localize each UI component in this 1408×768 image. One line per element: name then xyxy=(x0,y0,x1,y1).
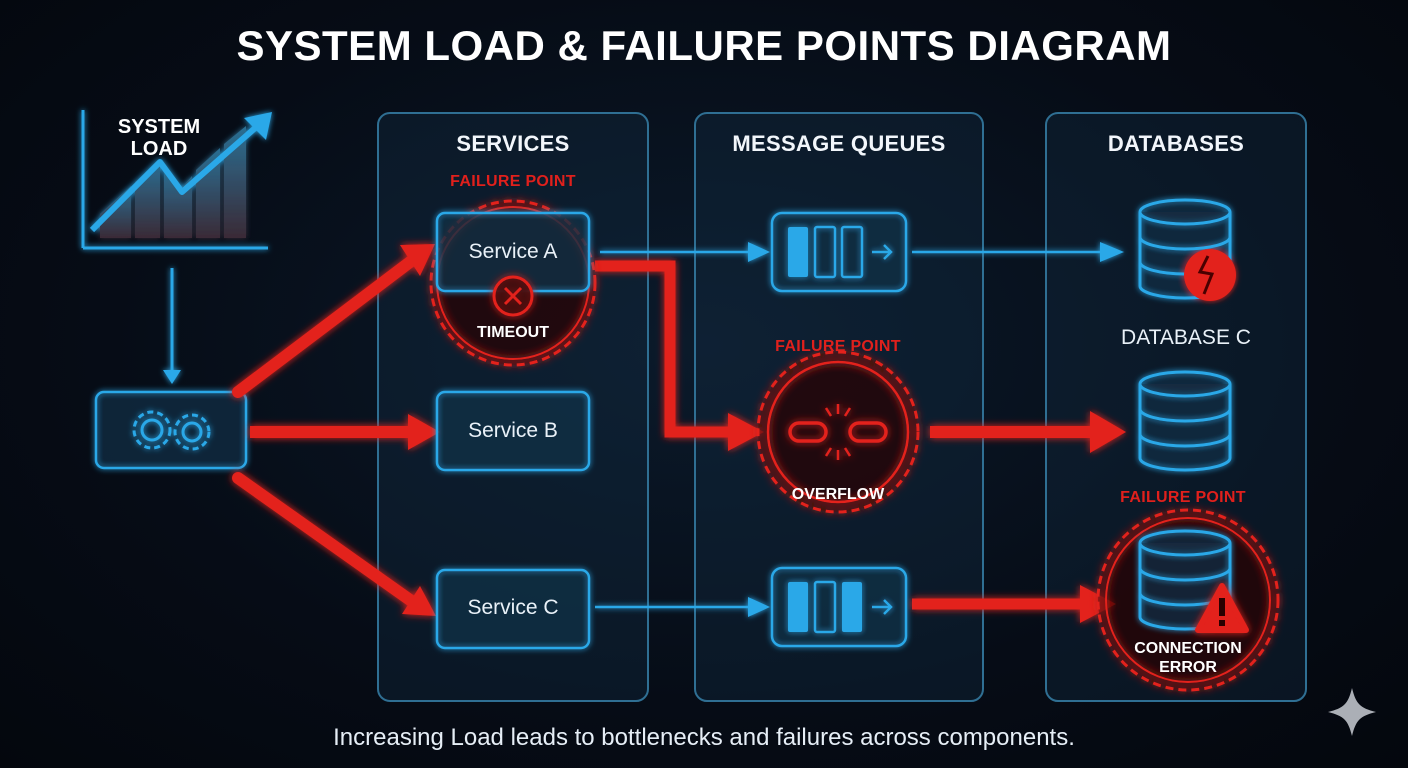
queue-failure-label: FAILURE POINT xyxy=(775,338,901,355)
queue-failure-seal xyxy=(756,350,920,514)
load-arrow xyxy=(163,268,181,384)
queue-box-1 xyxy=(770,211,908,293)
caption: Increasing Load leads to bottlenecks and… xyxy=(333,724,1075,751)
service-boxes xyxy=(435,211,591,650)
service-a-failure-label: FAILURE POINT xyxy=(450,173,576,190)
broken-chain-icon xyxy=(788,404,888,460)
databases-column-title: DATABASES xyxy=(1107,131,1245,156)
gears-icon xyxy=(132,410,211,451)
sparkle-icon xyxy=(1328,688,1376,736)
warning-icon xyxy=(1195,583,1249,633)
database-c-label: DATABASE C xyxy=(1121,326,1251,349)
service-c-box xyxy=(435,568,591,650)
page-title: SYSTEM LOAD & FAILURE POINTS DIAGRAM xyxy=(236,22,1172,69)
service-c-label: Service C xyxy=(467,596,559,619)
trend-chart-icon xyxy=(81,110,272,250)
service-b-label: Service B xyxy=(468,419,558,442)
queues-column-title: MESSAGE QUEUES xyxy=(732,131,946,156)
system-load-label: SYSTEM LOAD xyxy=(117,116,201,160)
database-failure-label: FAILURE POINT xyxy=(1120,489,1246,506)
queue-error-label: OVERFLOW xyxy=(791,486,885,503)
broken-database-icon xyxy=(1138,198,1236,301)
red-flow-arrows xyxy=(232,244,1126,623)
service-a-error-label: TIMEOUT xyxy=(477,324,549,341)
blue-flow-arrows xyxy=(595,242,1124,617)
queue-box-3 xyxy=(770,566,908,648)
x-circle-icon xyxy=(492,275,534,317)
database-icon xyxy=(1138,370,1232,472)
database-error-label: CONNECTION ERROR xyxy=(1134,640,1242,676)
service-b-box xyxy=(435,390,591,472)
services-column-title: SERVICES xyxy=(456,131,570,156)
service-a-label: Service A xyxy=(468,240,558,263)
